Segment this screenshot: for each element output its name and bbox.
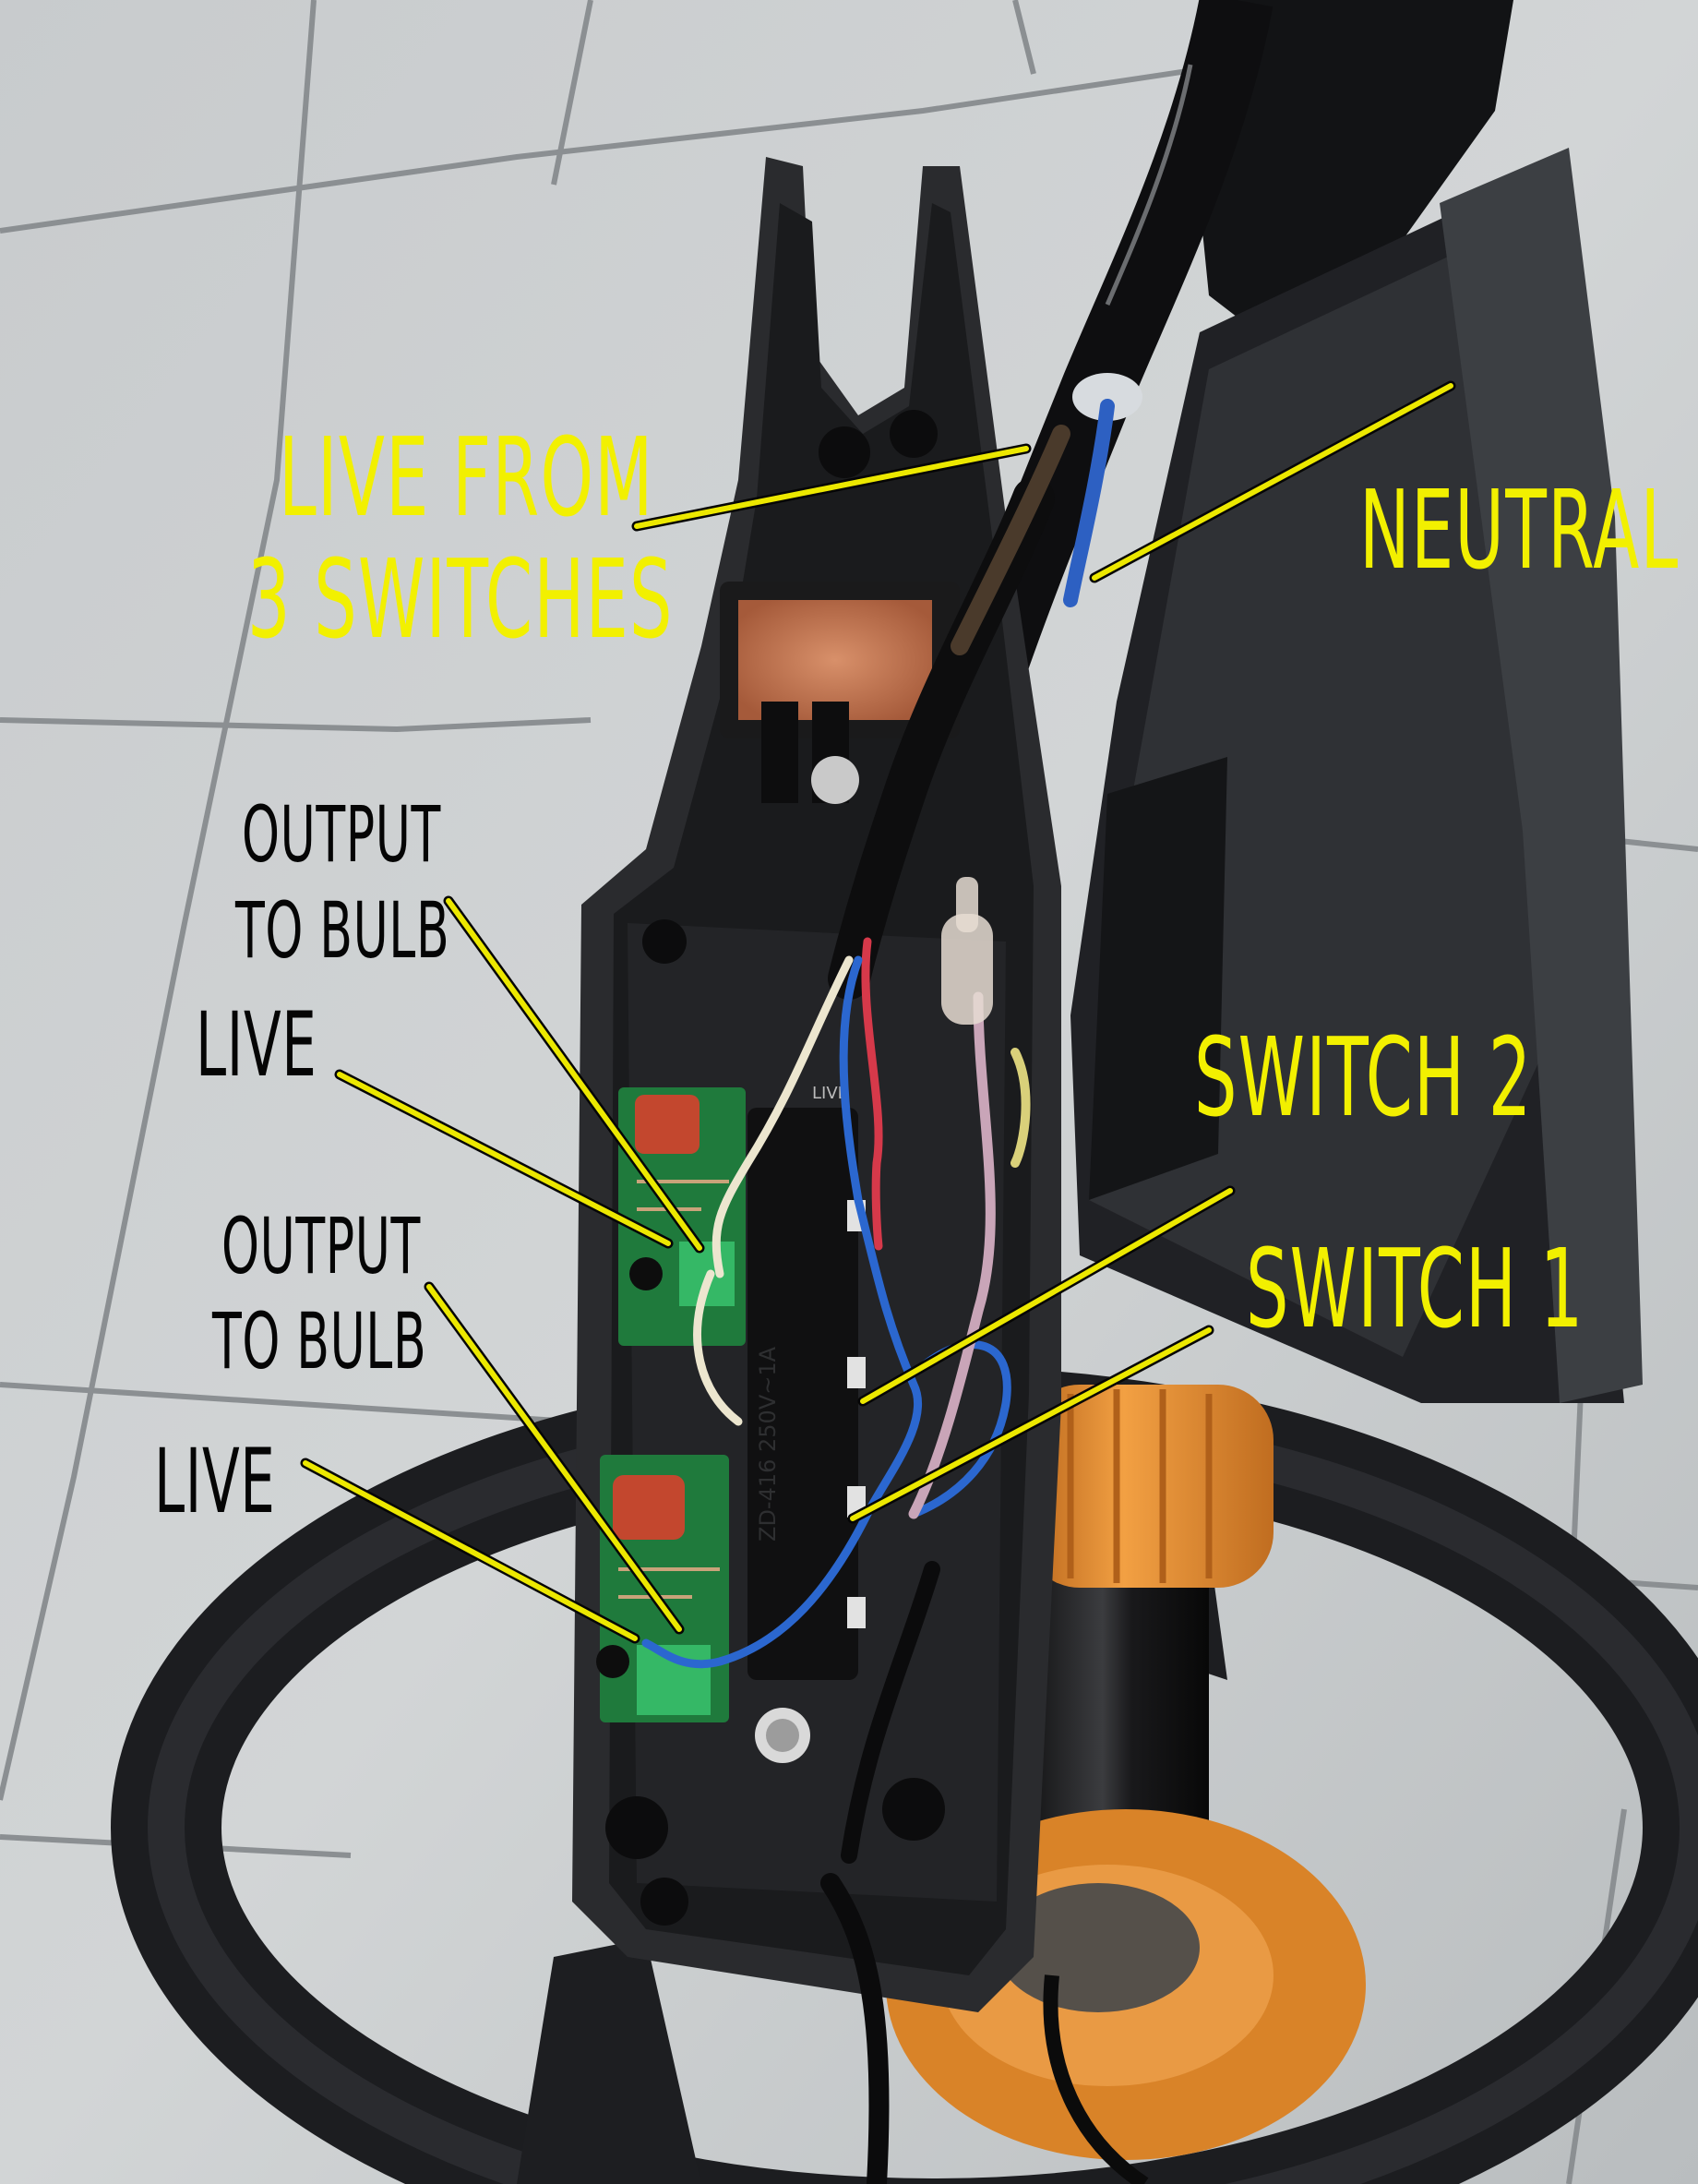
pcb-bottom	[596, 1455, 729, 1722]
label-output-bottom-line1: OUTPUT	[221, 1201, 421, 1291]
label-live-from-switches-line1: LIVE FROM	[279, 414, 654, 541]
crimp-connector	[941, 877, 993, 1025]
screw-posts	[605, 410, 945, 1926]
label-live-bottom: LIVE	[154, 1430, 276, 1533]
label-output-bottom-line2: TO BULB	[212, 1296, 427, 1386]
switch-rating-print: ZD-416 250V~1A	[755, 1346, 781, 1542]
capacitor-top	[635, 1095, 700, 1154]
metal-bracket-arm	[943, 0, 1643, 1403]
pcb-live-print: LIVE	[812, 1084, 848, 1103]
label-output-top-line2: TO BULB	[235, 885, 450, 976]
label-live-from-switches-line2: 3 SWITCHES	[247, 535, 674, 663]
pointer-lines	[300, 380, 1456, 1644]
label-neutral: NEUTRAL	[1359, 466, 1680, 594]
label-switch-2: SWITCH 2	[1194, 1014, 1533, 1141]
switch-bank	[747, 1108, 866, 1763]
wiring	[641, 399, 1115, 2184]
capacitor-bottom	[613, 1475, 685, 1540]
label-output-top-line1: OUTPUT	[242, 789, 441, 880]
label-live-top: LIVE	[196, 993, 317, 1097]
label-switch-1: SWITCH 1	[1246, 1225, 1584, 1352]
copper-contact-plate	[738, 600, 932, 720]
